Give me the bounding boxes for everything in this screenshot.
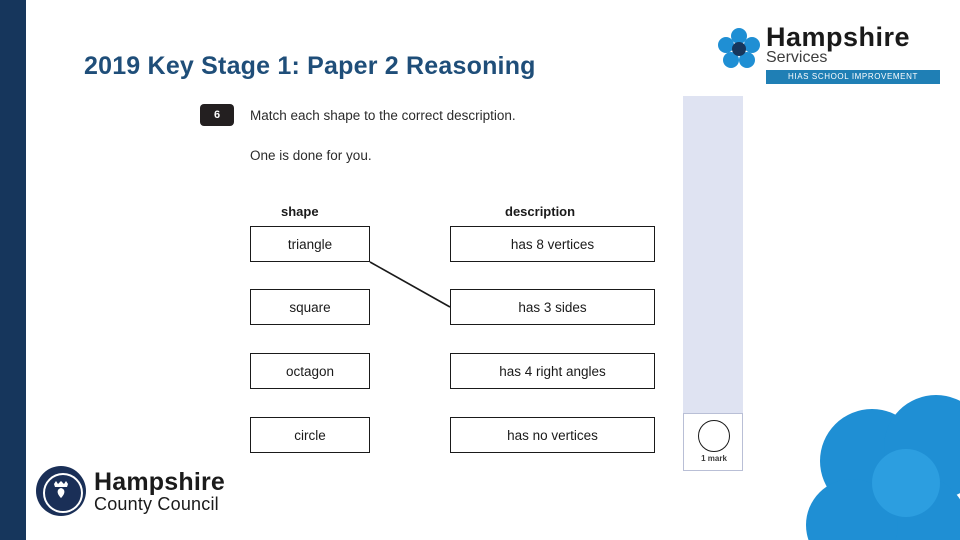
hampshire-services-logo: Hampshire Services HIAS SCHOOL IMPROVEME… <box>718 20 940 84</box>
decorative-flower <box>806 395 960 540</box>
question-instruction-2: One is done for you. <box>250 148 372 163</box>
question-instruction-1: Match each shape to the correct descript… <box>250 108 516 123</box>
hcc-wordmark: Hampshire <box>94 468 226 496</box>
hias-band-text: HIAS SCHOOL IMPROVEMENT <box>788 72 918 81</box>
left-accent-bar <box>0 0 26 540</box>
mark-label: 1 mark <box>701 454 727 463</box>
shape-box-square[interactable]: square <box>250 289 370 325</box>
hampshire-services-subname: Services <box>766 49 828 66</box>
mark-circle-icon <box>698 420 730 452</box>
hampshire-county-council-logo: Hampshire County Council <box>36 466 296 520</box>
shape-box-octagon[interactable]: octagon <box>250 353 370 389</box>
shape-box-circle[interactable]: circle <box>250 417 370 453</box>
description-box-8-vertices[interactable]: has 8 vertices <box>450 226 655 262</box>
crest-icon <box>36 466 86 516</box>
column-header-shape: shape <box>281 204 319 219</box>
description-box-3-sides[interactable]: has 3 sides <box>450 289 655 325</box>
flower-icon <box>718 28 760 68</box>
description-box-4-right-angles[interactable]: has 4 right angles <box>450 353 655 389</box>
hias-band: HIAS SCHOOL IMPROVEMENT <box>766 70 940 84</box>
question-panel: 6 Match each shape to the correct descri… <box>178 96 683 471</box>
mark-box: 1 mark <box>683 413 743 471</box>
hampshire-services-wordmark: Hampshire <box>766 22 911 52</box>
shape-box-triangle[interactable]: triangle <box>250 226 370 262</box>
question-number-badge: 6 <box>200 104 234 126</box>
page-title: 2019 Key Stage 1: Paper 2 Reasoning <box>84 52 536 80</box>
description-box-no-vertices[interactable]: has no vertices <box>450 417 655 453</box>
crown-bird-icon <box>54 481 68 498</box>
mark-strip <box>683 96 743 471</box>
hcc-subname: County Council <box>94 494 219 514</box>
column-header-description: description <box>505 204 576 219</box>
